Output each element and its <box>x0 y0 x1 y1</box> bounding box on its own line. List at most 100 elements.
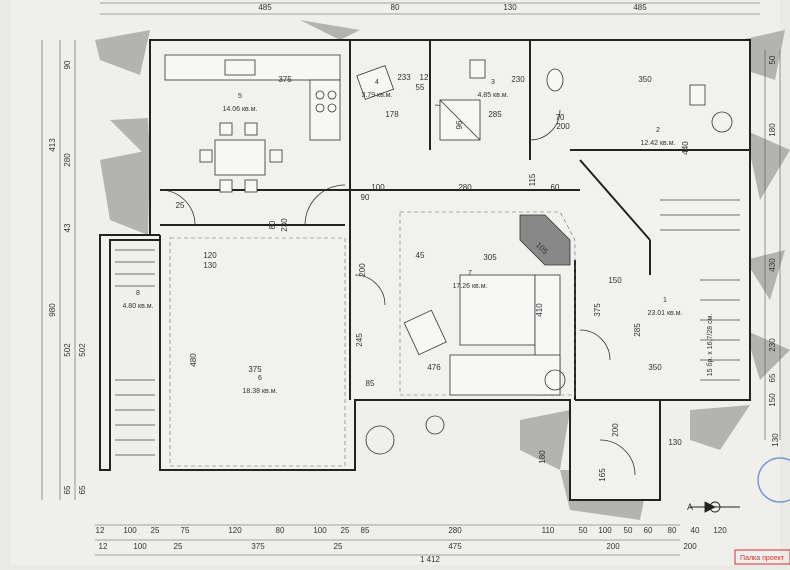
bottom-total-dim-label: 12 <box>99 542 108 551</box>
bottom-dim-label: 60 <box>644 526 653 535</box>
right-dim-label: 230 <box>768 338 777 352</box>
bottom-dim-label: 12 <box>96 526 105 535</box>
inner-dim-label: 12 <box>420 73 429 82</box>
dashed-guides <box>169 211 576 467</box>
top-dim-label: 80 <box>391 3 400 12</box>
right-dim-label: 430 <box>768 258 777 272</box>
inner-dim-label: 25 <box>176 201 185 210</box>
inner-dim-label: 350 <box>648 363 662 372</box>
room-area-label: 4.85 кв.м. <box>477 92 508 99</box>
room-area-label: 23.01 кв.м. <box>648 310 683 317</box>
inner-dim-label: 100 <box>371 183 385 192</box>
inner-dim-label: 200 <box>611 423 620 437</box>
bottom-dim-label: 80 <box>276 526 285 535</box>
bottom-dim-label: 80 <box>668 526 677 535</box>
room-area-label: 12.42 кв.м. <box>641 140 676 147</box>
bottom-total-dim-label: 25 <box>334 542 343 551</box>
stairs-right <box>660 199 740 381</box>
bottom-dim-label: 85 <box>361 526 370 535</box>
inner-dim-label: 130 <box>668 438 682 447</box>
stamp <box>734 457 790 565</box>
right-dim-label: 65 <box>768 373 777 382</box>
bottom-total-dim-label: 100 <box>133 542 147 551</box>
inner-dim-label: 90 <box>361 193 370 202</box>
inner-dim-label: 476 <box>427 363 441 372</box>
bottom-total-dim-label: 375 <box>251 542 265 551</box>
inner-dim-label: 245 <box>355 333 364 347</box>
plants <box>365 111 733 455</box>
bottom-dim-label: 40 <box>691 526 700 535</box>
bottom-total-dim-label: 200 <box>683 542 697 551</box>
living-furniture <box>356 65 571 396</box>
left-dim-label: 502 <box>63 343 72 357</box>
top-dim-label: 130 <box>503 3 517 12</box>
room-number: 5 <box>238 93 242 100</box>
inner-dim-label: 305 <box>483 253 497 262</box>
left-dim-label: 413 <box>48 138 57 152</box>
inner-dim-label: 115 <box>528 173 537 186</box>
bottom-dim-label: 100 <box>598 526 612 535</box>
bottom-dim-label: 120 <box>713 526 727 535</box>
room-number: 8 <box>136 290 140 297</box>
section-mark-label: A <box>687 502 693 512</box>
stamp-label: Палка проект <box>740 555 785 562</box>
room-area-label: 14.06 кв.м. <box>223 106 258 113</box>
overall-length-label: 1 412 <box>420 555 441 564</box>
left-dim-label: 980 <box>48 303 57 317</box>
bottom-dim-label: 75 <box>181 526 190 535</box>
room-area-label: 3.79 кв.м. <box>361 92 392 99</box>
inner-dim-label: 480 <box>189 353 198 367</box>
inner-dim-label: 85 <box>366 379 375 388</box>
top-dim-label: 485 <box>633 3 647 12</box>
bottom-dim-label: 50 <box>579 526 588 535</box>
right-dim-label: 50 <box>768 55 777 64</box>
room-number: 4 <box>375 79 379 86</box>
inner-dim-label: 375 <box>278 75 292 84</box>
kitchen-counter <box>164 54 341 141</box>
section-mark <box>690 501 740 513</box>
inner-dim-label: 200 <box>358 263 367 277</box>
room-number: 1 <box>663 297 667 304</box>
room-number: 3 <box>491 79 495 86</box>
dining-table <box>199 122 283 193</box>
inner-dim-label: 285 <box>488 110 502 119</box>
room-area-label: 18.38 кв.м. <box>243 388 278 395</box>
bottom-dim-label: 110 <box>542 526 555 535</box>
inner-dim-label: 60 <box>551 183 560 192</box>
inner-dim-label: 440 <box>681 141 690 155</box>
inner-dim-label: 350 <box>638 75 652 84</box>
bottom-total-dim-label: 475 <box>448 542 462 551</box>
bathroom-fixtures <box>439 59 706 141</box>
right-dim-label: 130 <box>771 433 780 447</box>
stair-note: 15 бр. x 16,7/28 см. <box>706 314 714 377</box>
inner-dim-label: 410 <box>535 303 544 317</box>
inner-dim-label: 45 <box>416 251 425 260</box>
inner-dim-label: 375 <box>248 365 262 374</box>
inner-dim-label: 120 <box>203 251 217 260</box>
inner-dim-label: 233 <box>397 73 411 82</box>
bottom-dim-label: 25 <box>341 526 350 535</box>
room-number: 2 <box>656 127 660 134</box>
inner-dim-label: 180 <box>538 450 547 464</box>
inner-dim-label: 375 <box>593 303 602 317</box>
inner-dim-label: 96 <box>455 120 464 129</box>
inner-dim-label: 80 <box>268 220 277 229</box>
stairs-left <box>115 249 155 456</box>
inner-dim-label: 130 <box>203 261 217 270</box>
left-dim-label: 90 <box>63 60 72 69</box>
top-dim-label: 485 <box>258 3 272 12</box>
left-dim-label: 502 <box>78 343 87 357</box>
inner-dim-label: 165 <box>598 468 607 482</box>
room-area-label: 4.80 кв.м. <box>122 303 153 310</box>
bottom-dim-label: 25 <box>151 526 160 535</box>
inner-dim-label: 70 <box>556 113 565 122</box>
room-number: 6 <box>258 375 262 382</box>
room-number: 7 <box>468 270 472 277</box>
inner-dim-label: 285 <box>633 323 642 337</box>
right-dim-label: 150 <box>768 393 777 407</box>
inner-dim-label: 280 <box>458 183 472 192</box>
inner-dim-label: 178 <box>385 110 399 119</box>
bottom-dim-label: 100 <box>313 526 327 535</box>
